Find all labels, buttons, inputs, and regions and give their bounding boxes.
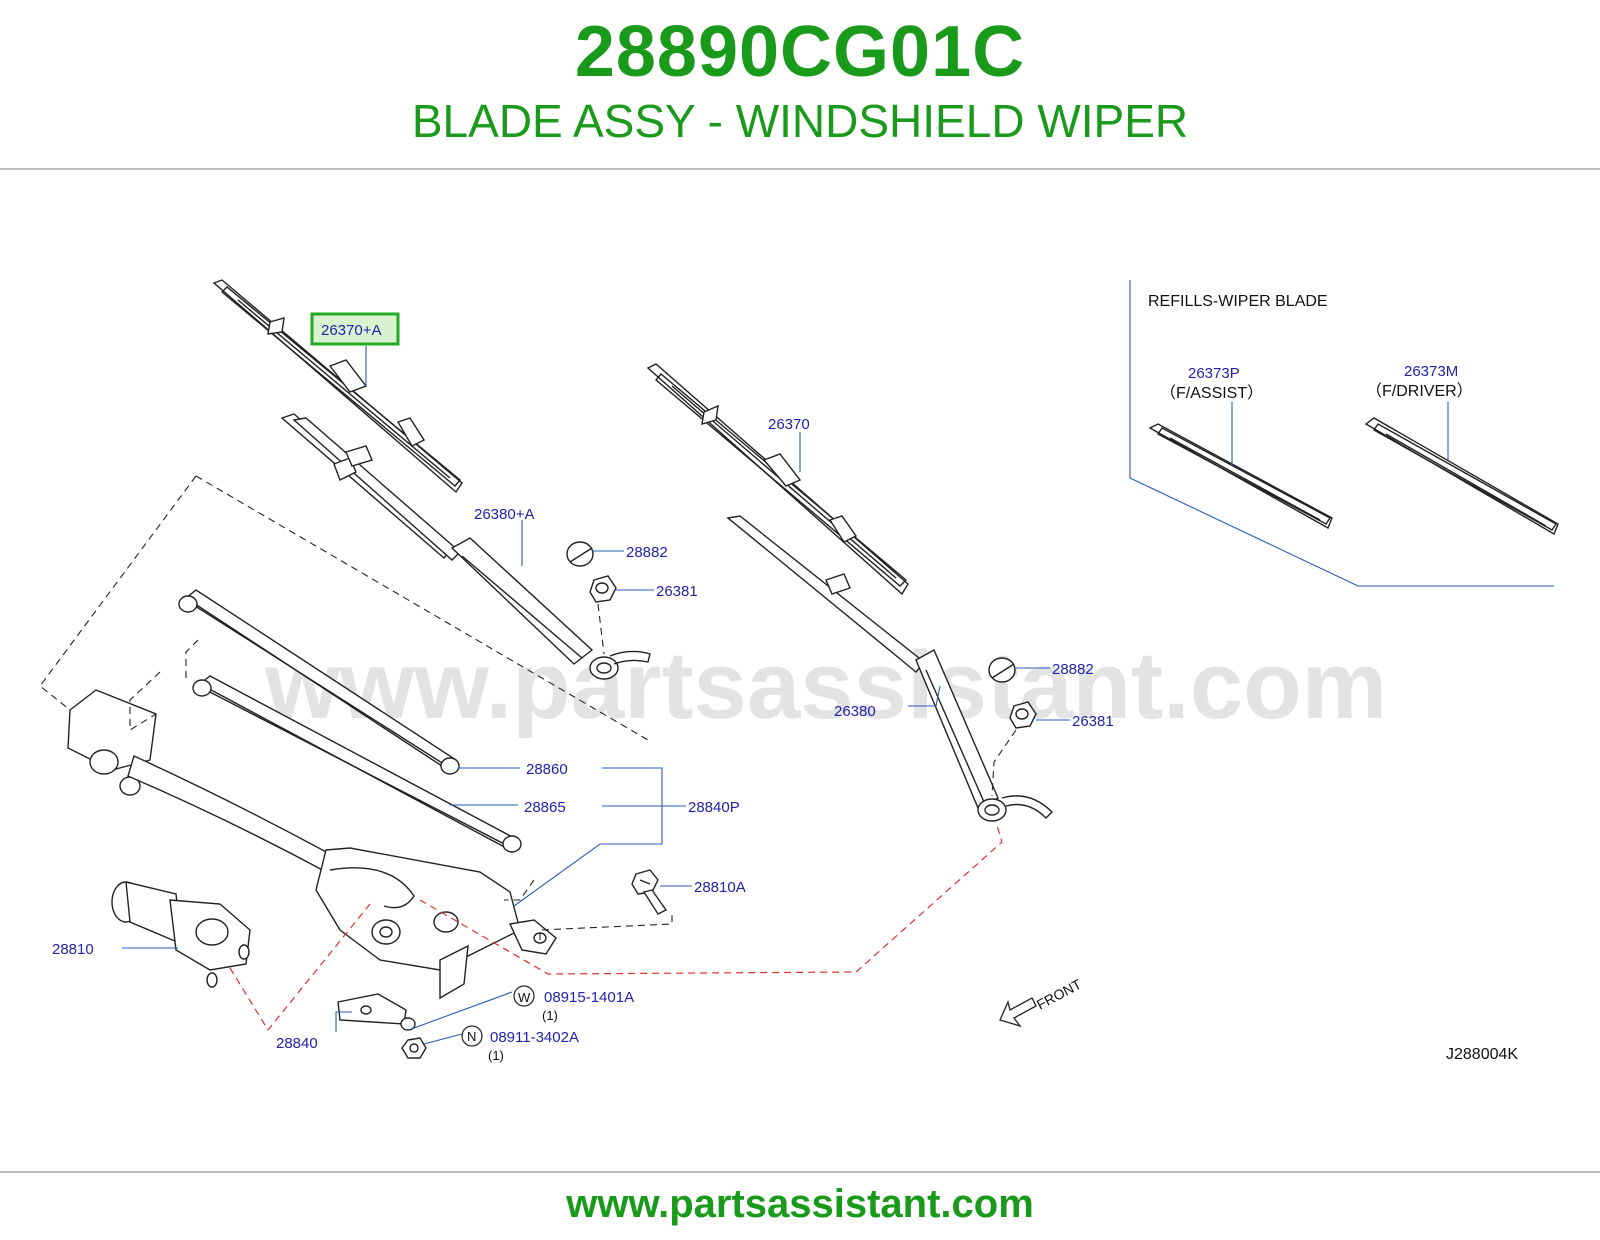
refills-title: REFILLS-WIPER BLADE xyxy=(1148,293,1328,310)
refill-enclosure-line xyxy=(1129,280,1554,587)
label-26381-lower[interactable]: 26381 xyxy=(1072,713,1114,730)
label-26370A[interactable]: 26370+A xyxy=(321,322,381,339)
link-rod-28860 xyxy=(178,589,460,775)
nut-lower xyxy=(1009,701,1037,729)
label-f-assist: （F/ASSIST） xyxy=(1160,384,1263,402)
header-divider xyxy=(0,168,1600,170)
label-28810A[interactable]: 28810A xyxy=(694,879,746,896)
dashed-nut-upper xyxy=(597,603,605,655)
label-26373P[interactable]: 26373P xyxy=(1188,365,1240,382)
front-label: FRONT xyxy=(1034,976,1084,1013)
page-header: 28890CG01C BLADE ASSY - WINDSHIELD WIPER xyxy=(0,0,1600,170)
wiper-motor xyxy=(111,881,251,988)
footer-website-link[interactable]: www.partsassistant.com xyxy=(566,1182,1034,1226)
motor-bracket xyxy=(337,993,407,1025)
pivot-cap-upper xyxy=(566,541,594,567)
dashed-outline-left xyxy=(39,475,197,711)
dashed-bolt xyxy=(539,914,673,940)
nut-mark-circle xyxy=(461,1025,483,1047)
leader-08911 xyxy=(423,1033,463,1045)
label-08911-3402A[interactable]: 08911-3402A xyxy=(490,1029,579,1046)
diagram-code: J288004K xyxy=(1446,1046,1518,1063)
red-dashed-driver-pivot xyxy=(419,821,1003,975)
wiper-blade-assist xyxy=(212,279,463,494)
refill-driver xyxy=(1364,417,1559,536)
washer-mark-letter: W xyxy=(518,990,531,1005)
label-08915-1401A[interactable]: 08915-1401A xyxy=(544,989,634,1006)
pivot-cap-lower xyxy=(988,657,1016,683)
nut-upper xyxy=(589,575,617,603)
refill-assist xyxy=(1148,423,1333,530)
label-26373M[interactable]: 26373M xyxy=(1404,363,1458,380)
wiper-blade-driver xyxy=(646,363,909,596)
front-arrow-icon xyxy=(999,997,1037,1028)
dashed-link-a xyxy=(129,671,161,731)
label-28860[interactable]: 28860 xyxy=(526,761,568,778)
leader-26380 xyxy=(908,685,941,707)
label-26380[interactable]: 26380 xyxy=(834,703,876,720)
label-28840P[interactable]: 28840P xyxy=(688,799,740,816)
qty-08911: (1) xyxy=(488,1048,504,1063)
label-f-driver: （F/DRIVER） xyxy=(1366,382,1473,400)
label-26380A[interactable]: 26380+A xyxy=(474,506,534,523)
label-28810[interactable]: 28810 xyxy=(52,941,94,958)
red-dashed-motor xyxy=(229,903,371,1032)
wiper-arm-assist xyxy=(280,413,651,680)
dashed-outline-top xyxy=(195,475,649,741)
nut-mark-letter: N xyxy=(467,1029,476,1044)
washer-and-nut xyxy=(400,1017,427,1059)
part-number-title: 28890CG01C xyxy=(574,12,1026,92)
wiper-arm-driver xyxy=(726,515,1053,822)
label-28882-upper[interactable]: 28882 xyxy=(626,544,668,561)
bolt-28810A xyxy=(631,869,668,915)
part-name-subtitle: BLADE ASSY - WINDSHIELD WIPER xyxy=(411,95,1189,147)
dashed-link-c xyxy=(504,879,535,901)
label-26381-upper[interactable]: 26381 xyxy=(656,583,698,600)
watermark-text: www.partsassistant.com xyxy=(264,632,1387,739)
label-28840[interactable]: 28840 xyxy=(276,1035,318,1052)
wiper-linkage-frame xyxy=(67,689,557,1000)
washer-mark-circle xyxy=(513,985,535,1007)
leader-28840 xyxy=(335,1011,352,1032)
dashed-link-b xyxy=(185,639,199,680)
label-28865[interactable]: 28865 xyxy=(524,799,566,816)
leader-08915 xyxy=(413,991,513,1029)
footer-divider xyxy=(0,1171,1600,1173)
highlight-box xyxy=(310,312,400,346)
qty-08915: (1) xyxy=(542,1008,558,1023)
label-26370[interactable]: 26370 xyxy=(768,416,810,433)
link-rod-28865 xyxy=(192,675,522,853)
leader-28840P xyxy=(513,767,686,907)
label-28882-lower[interactable]: 28882 xyxy=(1052,661,1094,678)
dashed-nut-lower xyxy=(991,729,1017,797)
